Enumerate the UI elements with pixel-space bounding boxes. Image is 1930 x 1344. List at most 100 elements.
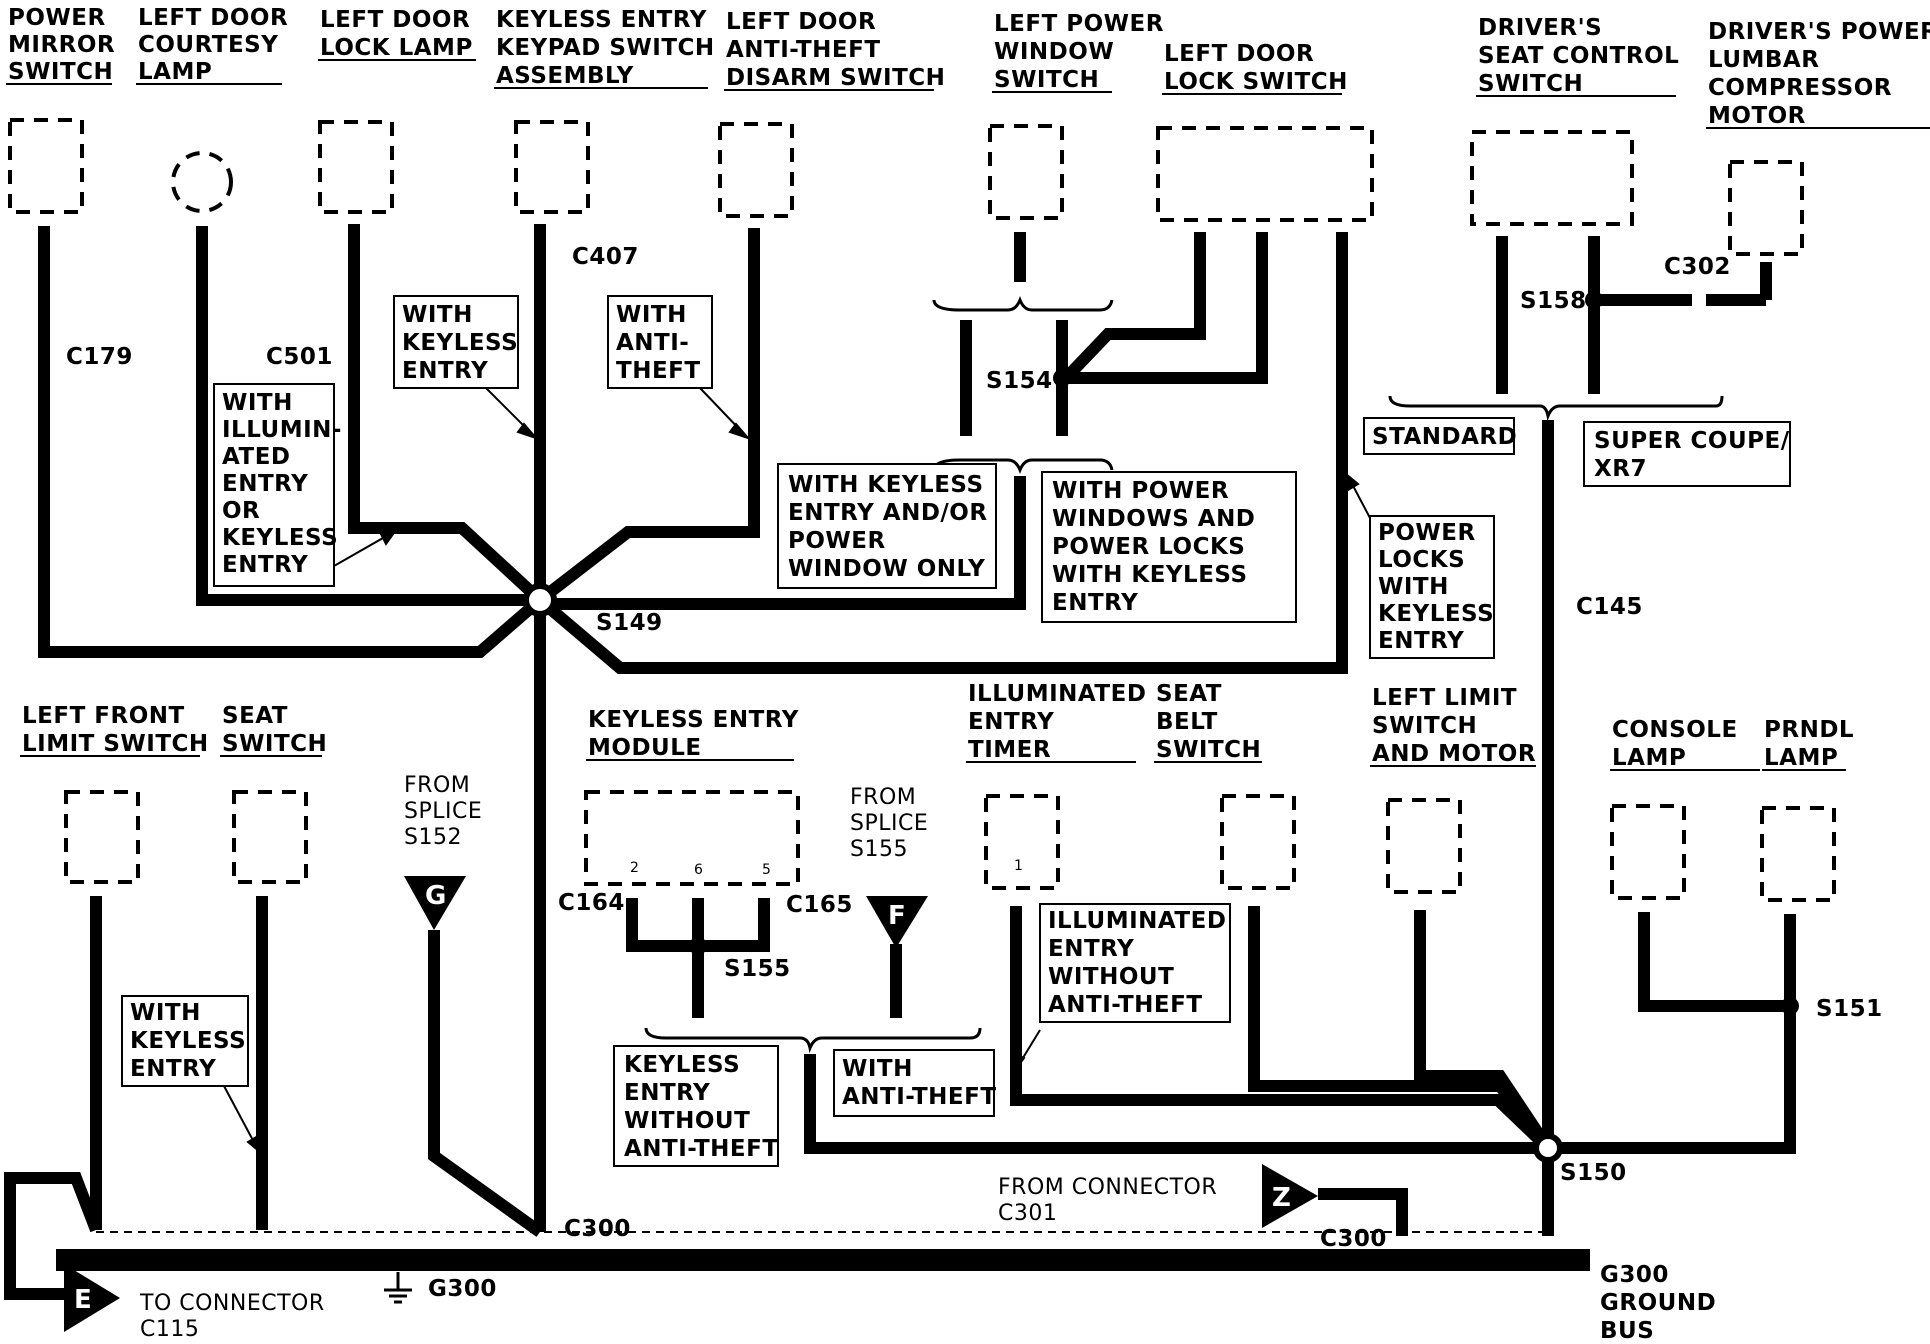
- note-line: WITH: [130, 1000, 201, 1026]
- note-line: ATED: [222, 444, 291, 470]
- ground-g300: G300: [384, 1272, 496, 1304]
- note-line: ILLUMINATED: [1048, 908, 1226, 934]
- note-line: ANTI-THEFT: [624, 1136, 779, 1162]
- note-keyless-without-antitheft: KEYLESS ENTRY WITHOUT ANTI-THEFT: [613, 1045, 779, 1167]
- ref-line: SPLICE: [850, 811, 928, 836]
- marker-e: E: [64, 1264, 120, 1332]
- label-line: TIMER: [968, 737, 1051, 763]
- label-line: LAMP: [1764, 745, 1838, 771]
- note-line: ENTRY: [624, 1080, 710, 1106]
- splice-s155: S155: [724, 956, 791, 982]
- connector-c302: C302: [1664, 254, 1731, 280]
- label-line: ASSEMBLY: [496, 63, 634, 89]
- power-mirror-switch-box: [8, 118, 84, 214]
- marker-g: G: [404, 876, 466, 930]
- label-line: LOCK SWITCH: [1164, 69, 1348, 95]
- note-line: KEYLESS: [402, 330, 518, 356]
- note-line: ENTRY: [1048, 936, 1134, 962]
- ref-line: FROM CONNECTOR: [998, 1175, 1217, 1200]
- label-left-limit-switch-motor: LEFT LIMIT SWITCH AND MOTOR: [1370, 685, 1536, 767]
- note-standard: STANDARD: [1363, 417, 1517, 455]
- note-line: XR7: [1594, 456, 1647, 482]
- marker-letter: E: [74, 1285, 92, 1315]
- connector-c179: C179: [66, 344, 133, 370]
- console-lamp-box: [1610, 804, 1686, 900]
- antitheft-disarm-box: [718, 122, 794, 218]
- ref-line: S152: [404, 825, 462, 850]
- label-line: CONSOLE: [1612, 717, 1738, 743]
- marker-letter: Z: [1272, 1183, 1291, 1213]
- note-line: ENTRY AND/OR: [788, 500, 988, 526]
- note-with-keyless-entry-top: WITH KEYLESS ENTRY: [393, 295, 519, 389]
- label-line: AND MOTOR: [1372, 741, 1536, 767]
- label-line: SWITCH: [1156, 737, 1261, 763]
- note-line: ILLUMIN-: [222, 417, 342, 443]
- pin-label: 1: [1014, 858, 1023, 874]
- ref-line: SPLICE: [404, 799, 482, 824]
- label-line: LEFT DOOR: [320, 7, 470, 33]
- splice-s151: S151: [1816, 996, 1883, 1022]
- ref-line: TO CONNECTOR: [139, 1291, 325, 1316]
- note-line: KEYLESS: [624, 1052, 740, 1078]
- label-console-lamp: CONSOLE LAMP: [1610, 717, 1760, 771]
- label-line: LEFT DOOR: [1164, 41, 1314, 67]
- label-line: DRIVER'S: [1478, 15, 1602, 41]
- note-line: WITH: [402, 302, 473, 328]
- note-illuminated-without-antitheft: ILLUMINATED ENTRY WITHOUT ANTI-THEFT: [1039, 903, 1231, 1023]
- keypad-switch-box: [514, 120, 590, 214]
- lumbar-motor-box: [1728, 160, 1804, 256]
- connector-c501: C501: [266, 344, 333, 370]
- label-line: SWITCH: [994, 67, 1099, 93]
- note-line: THEFT: [616, 358, 701, 384]
- note-line: KEYLESS: [222, 525, 338, 551]
- label-line: SWITCH: [8, 59, 113, 85]
- note-with-keyless-or-power-window: WITH KEYLESS ENTRY AND/OR POWER WINDOW O…: [777, 463, 997, 589]
- ref-from-splice-s152: FROM SPLICE S152: [404, 773, 482, 850]
- note-line: ENTRY: [222, 552, 308, 578]
- label-line: ILLUMINATED: [968, 681, 1146, 707]
- label-line: LAMP: [138, 59, 212, 85]
- label-line: WINDOW: [994, 39, 1114, 65]
- note-line: ENTRY: [222, 471, 308, 497]
- ref-from-splice-s155: FROM SPLICE S155: [850, 785, 928, 862]
- prndl-lamp-box: [1760, 806, 1836, 902]
- label-line: COURTESY: [138, 32, 278, 58]
- note-line: POWER: [1378, 520, 1476, 546]
- label-line: KEYLESS ENTRY: [496, 7, 707, 33]
- label-line: MODULE: [588, 735, 702, 761]
- note-line: WITHOUT: [624, 1108, 750, 1134]
- label-line: MIRROR: [8, 32, 115, 58]
- connector-c407: C407: [572, 244, 639, 270]
- label-line: LEFT LIMIT: [1372, 685, 1517, 711]
- label-line: KEYLESS ENTRY: [588, 707, 799, 733]
- label-line: SEAT: [1156, 681, 1222, 707]
- note-line: WITH: [1378, 574, 1449, 600]
- note-line: KEYLESS: [130, 1028, 246, 1054]
- connector-c165: C165: [786, 892, 853, 918]
- note-line: ENTRY: [402, 358, 488, 384]
- label-left-front-limit-switch: LEFT FRONT LIMIT SWITCH: [20, 703, 208, 757]
- note-line: WITH: [222, 390, 293, 416]
- label-line: LEFT DOOR: [138, 5, 288, 31]
- ref-line: FROM: [404, 773, 470, 798]
- label-left-door-lock-switch: LEFT DOOR LOCK SWITCH: [1162, 41, 1348, 95]
- note-line: STANDARD: [1372, 424, 1517, 450]
- connector-c300-left: C300: [564, 1216, 631, 1242]
- power-window-switch-box: [988, 124, 1064, 220]
- note-power-locks-keyless: POWER LOCKS WITH KEYLESS ENTRY: [1369, 515, 1495, 659]
- label-drivers-seat-control: DRIVER'S SEAT CONTROL SWITCH: [1476, 15, 1679, 97]
- ref-line: GROUND: [1600, 1290, 1716, 1316]
- label-line: ENTRY: [968, 709, 1054, 735]
- marker-letter: G: [425, 881, 446, 911]
- ground-bus-label: G300 GROUND BUS: [1600, 1262, 1716, 1344]
- ref-line: G300: [1600, 1262, 1669, 1288]
- label-line: SWITCH: [222, 731, 327, 757]
- lock-lamp-box: [318, 120, 394, 214]
- label-seat-switch: SEAT SWITCH: [220, 703, 327, 757]
- note-line: WITH KEYLESS: [788, 472, 984, 498]
- wires: [4, 224, 1796, 1300]
- note-line: OR: [222, 498, 260, 524]
- ref-line: C301: [998, 1201, 1057, 1226]
- connector-c300-right: C300: [1320, 1226, 1387, 1252]
